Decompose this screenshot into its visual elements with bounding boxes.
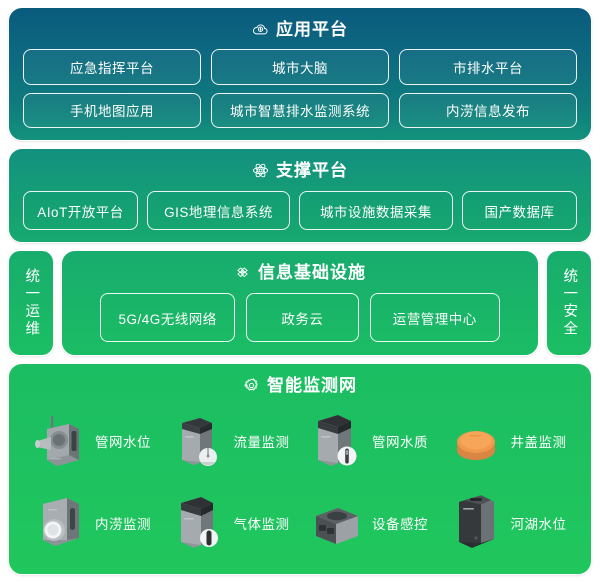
gear-icon (243, 377, 260, 394)
unified-operations-label: 统一运维 (23, 268, 40, 338)
unified-operations-panel: 统一运维 (8, 250, 54, 356)
application-platform-title: 应用平台 (23, 21, 577, 38)
unified-security-panel: 统一安全 (546, 250, 592, 356)
support-item-domestic-database[interactable]: 国产数据库 (461, 191, 577, 230)
support-platform-title: 支撑平台 (23, 162, 577, 179)
water-quality-sensor-icon (306, 410, 368, 472)
device-item[interactable]: 河湖水位 (439, 492, 578, 554)
device-label: 管网水位 (95, 435, 151, 450)
infra-item-wireless-network[interactable]: 5G/4G无线网络 (100, 293, 236, 342)
device-item[interactable]: 气体监测 (162, 492, 301, 554)
device-label: 井盖监测 (510, 435, 567, 450)
atom-icon (252, 162, 269, 179)
application-platform-items: 应急指挥平台 城市大脑 市排水平台 手机地图应用 城市智慧排水监测系统 内涝信息… (23, 49, 577, 128)
monitoring-device-grid: 管网水位 (23, 400, 577, 564)
device-label: 气体监测 (233, 517, 290, 532)
support-item-gis[interactable]: GIS地理信息系统 (147, 191, 290, 230)
smart-monitoring-network-title-text: 智能监测网 (267, 376, 357, 395)
information-infrastructure-title: 信息基础设施 (78, 264, 522, 281)
device-item[interactable]: 内涝监测 (23, 492, 162, 554)
unified-security-label: 统一安全 (561, 268, 578, 338)
river-level-sensor-icon (445, 492, 507, 554)
support-item-facility-data[interactable]: 城市设施数据采集 (298, 191, 453, 230)
flow-meter-sensor-icon (168, 410, 230, 472)
application-platform-section: 应用平台 应急指挥平台 城市大脑 市排水平台 手机地图应用 城市智慧排水监测系统… (8, 7, 592, 141)
gas-sensor-icon (168, 492, 230, 554)
information-infrastructure-section: 信息基础设施 5G/4G无线网络 政务云 运营管理中心 (61, 250, 539, 356)
support-platform-title-text: 支撑平台 (276, 161, 348, 180)
infra-item-government-cloud[interactable]: 政务云 (246, 293, 359, 342)
information-infrastructure-items: 5G/4G无线网络 政务云 运营管理中心 (78, 293, 522, 342)
device-control-box-icon (306, 492, 368, 554)
app-item-mobile-map[interactable]: 手机地图应用 (23, 92, 201, 128)
device-item[interactable]: 设备感控 (300, 492, 439, 554)
device-label: 河湖水位 (510, 517, 567, 532)
cloud-platform-icon (252, 21, 269, 38)
infra-item-operations-center[interactable]: 运营管理中心 (369, 293, 500, 342)
device-label: 管网水质 (372, 435, 428, 450)
support-platform-items: AIoT开放平台 GIS地理信息系统 城市设施数据采集 国产数据库 (23, 191, 577, 230)
information-infrastructure-title-text: 信息基础设施 (258, 263, 366, 282)
device-label: 内涝监测 (95, 517, 151, 532)
manhole-cover-sensor-icon (445, 410, 507, 472)
device-label: 设备感控 (372, 517, 428, 532)
smart-monitoring-network-title: 智能监测网 (23, 377, 577, 394)
layers-diamond-icon (234, 264, 251, 281)
app-item-emergency-command[interactable]: 应急指挥平台 (23, 49, 201, 85)
support-item-aiot-platform[interactable]: AIoT开放平台 (23, 191, 138, 230)
pipe-level-sensor-icon (29, 410, 91, 472)
support-platform-section: 支撑平台 AIoT开放平台 GIS地理信息系统 城市设施数据采集 国产数据库 (8, 148, 592, 243)
device-item[interactable]: 管网水质 (300, 410, 439, 472)
app-item-city-brain[interactable]: 城市大脑 (211, 49, 389, 85)
smart-monitoring-network-section: 智能监测网 (8, 363, 592, 575)
application-platform-title-text: 应用平台 (276, 20, 348, 39)
app-item-city-drainage[interactable]: 市排水平台 (399, 49, 577, 85)
device-label: 流量监测 (233, 435, 290, 450)
device-item[interactable]: 流量监测 (162, 410, 301, 472)
app-item-smart-drainage-monitoring[interactable]: 城市智慧排水监测系统 (211, 92, 389, 128)
infrastructure-band: 统一运维 信息基础设施 5G/4G无线网络 政务云 运营管理中心 (8, 250, 592, 356)
waterlogging-sensor-icon (29, 492, 91, 554)
app-item-waterlogging-release[interactable]: 内涝信息发布 (399, 92, 577, 128)
device-item[interactable]: 井盖监测 (439, 410, 578, 472)
device-item[interactable]: 管网水位 (23, 410, 162, 472)
